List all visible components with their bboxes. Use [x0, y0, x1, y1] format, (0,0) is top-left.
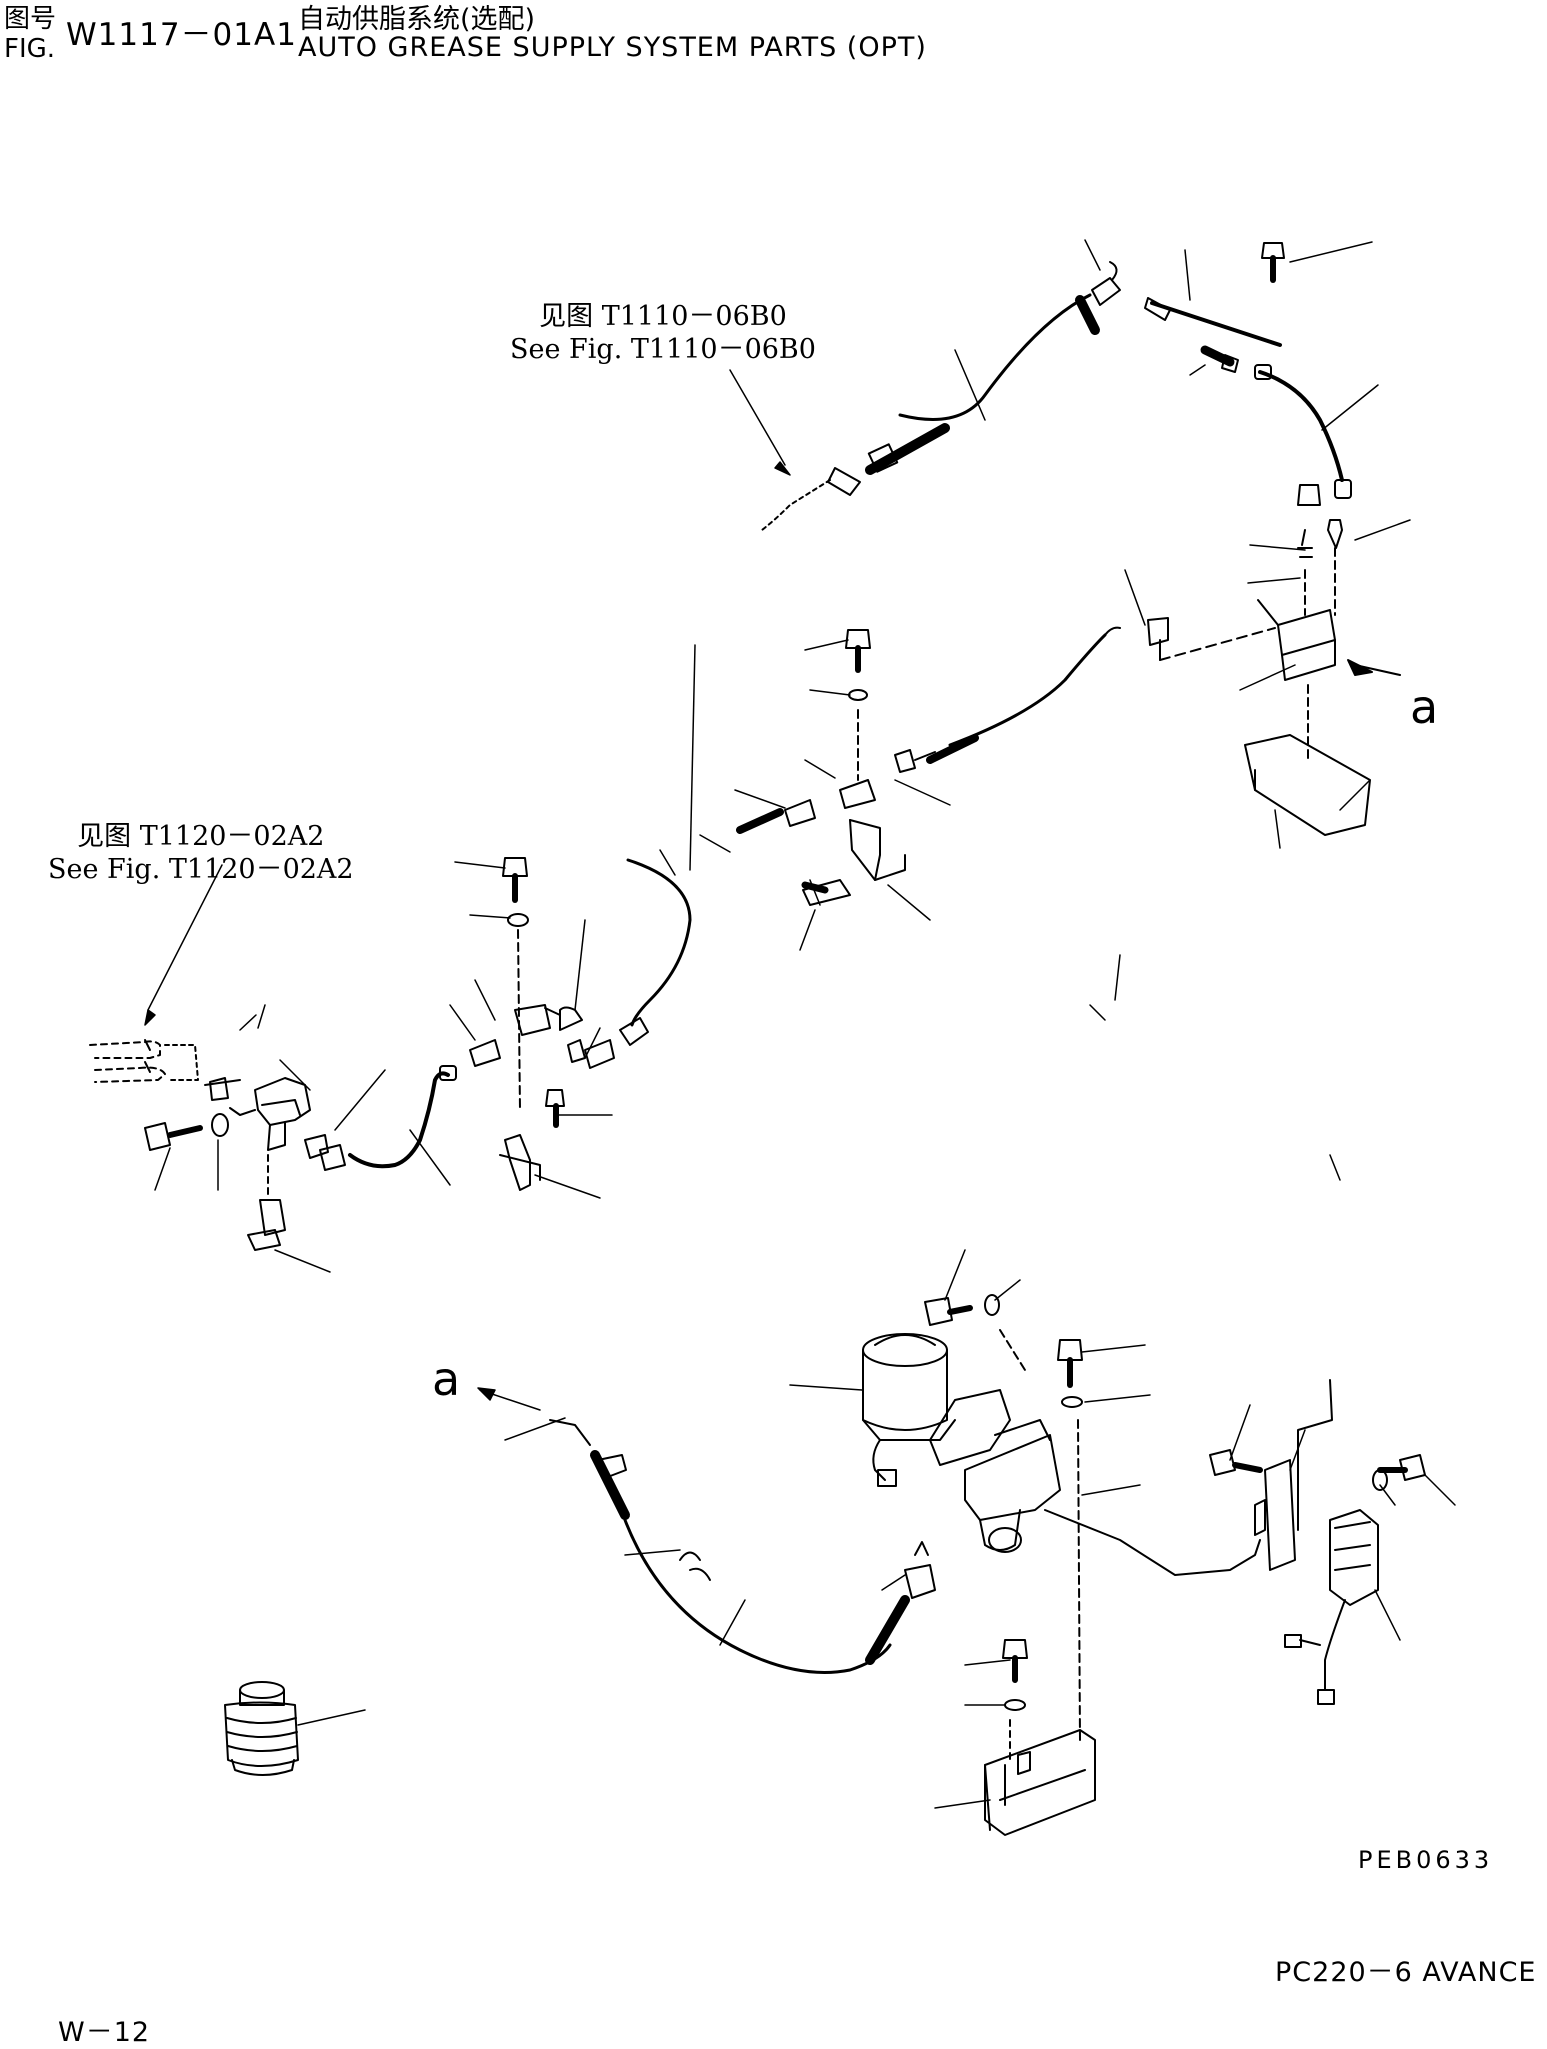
reference-t1110-en: See Fig. T1110－06B0: [510, 334, 816, 365]
model-name: PC220－6 AVANCE: [1275, 1957, 1537, 1988]
middle-line-assembly: [90, 618, 1168, 1250]
title-cn: 自动供脂系统(选配): [298, 4, 536, 35]
figure-header: 图号 FIG. W1117－01A1 自动供脂系统(选配) AUTO GREAS…: [0, 0, 1547, 80]
reference-t1110-cn: 见图 T1110－06B0: [539, 301, 787, 332]
connection-label-a-upper: a: [1410, 680, 1439, 734]
drawing-code: PEB0633: [1358, 1846, 1494, 1874]
fig-label-en: FIG.: [4, 34, 56, 64]
upper-line-assembly: [762, 243, 1400, 835]
fig-number: W1117－01A1: [66, 17, 297, 53]
reference-t1110: 见图 T1110－06B0 See Fig. T1110－06B0: [510, 300, 816, 366]
page-number: W－12: [58, 2017, 151, 2048]
pump-assembly: [550, 1295, 1425, 1835]
grease-cartridge: [225, 1682, 298, 1775]
connection-label-a-lower: a: [432, 1352, 461, 1406]
title-en: AUTO GREASE SUPPLY SYSTEM PARTS (OPT): [298, 32, 927, 63]
leader-lines: [145, 240, 1455, 1808]
fig-label-cn: 图号: [4, 4, 57, 34]
reference-t1120-cn: 见图 T1120－02A2: [77, 821, 325, 852]
reference-t1120: 见图 T1120－02A2 See Fig. T1120－02A2: [48, 820, 354, 886]
reference-t1120-en: See Fig. T1120－02A2: [48, 854, 354, 885]
